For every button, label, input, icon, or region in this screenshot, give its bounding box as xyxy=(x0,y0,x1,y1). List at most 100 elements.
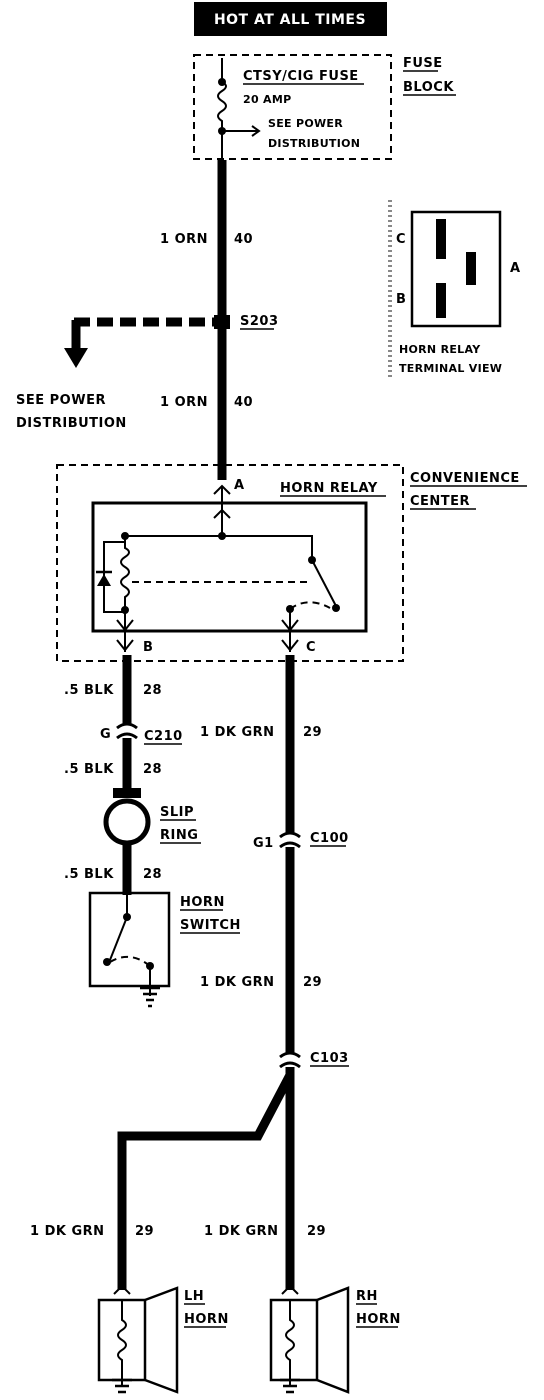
feed-upper-circuit: 40 xyxy=(234,232,253,247)
splice-node xyxy=(214,315,230,329)
horn-2-gauge: 1 DK GRN xyxy=(200,975,275,990)
feed-lower-gauge: 1 ORN xyxy=(160,395,208,410)
terminal-c-blade xyxy=(436,219,446,259)
feed-lower-circuit: 40 xyxy=(234,395,253,410)
splice-s203: S203 SEE POWER DISTRIBUTION xyxy=(16,314,279,431)
lh-horn-label-line1: LH xyxy=(184,1289,204,1304)
relay-contact-arm xyxy=(311,559,337,607)
relay-terminal-view: C A B HORN RELAY TERMINAL VIEW xyxy=(388,200,521,380)
convenience-center-outline xyxy=(56,464,404,662)
convenience-label-line2: CENTER xyxy=(410,494,470,509)
fuse-block-label-line1: FUSE xyxy=(403,56,443,71)
c103-name: C103 xyxy=(310,1051,349,1066)
horn-switch-label-line2: SWITCH xyxy=(180,918,241,933)
terminal-a-blade xyxy=(466,252,476,285)
terminal-view-housing xyxy=(410,210,502,328)
lh-horn-label-line2: HORN xyxy=(184,1312,229,1327)
relay-diode xyxy=(97,574,111,586)
splice-note-line2: DISTRIBUTION xyxy=(16,416,127,431)
c210-name: C210 xyxy=(144,729,183,744)
splice-name: S203 xyxy=(240,314,279,329)
switch-2-gauge: .5 BLK xyxy=(64,762,114,777)
terminal-view-caption-line2: TERMINAL VIEW xyxy=(399,362,502,375)
relay-contact-gap xyxy=(289,601,331,610)
lh-horn-bell xyxy=(144,1286,179,1394)
lh-horn-ground-icon xyxy=(112,1378,132,1394)
c210-pin: G xyxy=(100,727,111,742)
header-title: HOT AT ALL TIMES xyxy=(214,12,366,28)
switch-1-circuit: 28 xyxy=(143,683,162,698)
slip-ring-label-line1: SLIP xyxy=(160,805,194,820)
fuse-block-label-line2: BLOCK xyxy=(403,80,454,95)
relay-terminal-b: B xyxy=(143,640,153,655)
lh-horn-wire xyxy=(117,1067,295,1290)
horn-switch-gap xyxy=(109,955,151,967)
convenience-center: HORN RELAY CONVENIENCE CENTER A B C xyxy=(56,464,527,662)
rh-horn-coil xyxy=(285,1300,295,1386)
horn-1-gauge: 1 DK GRN xyxy=(200,725,275,740)
horn-switch-node-arm xyxy=(103,958,111,966)
terminal-view-b: B xyxy=(396,292,406,307)
relay-common-bus xyxy=(125,535,313,560)
c103-arc-bottom xyxy=(279,1061,301,1069)
c100-arc-bottom xyxy=(279,841,301,849)
header: HOT AT ALL TIMES xyxy=(194,2,387,36)
rh-horn-label-line2: HORN xyxy=(356,1312,401,1327)
horn-switch-circuit: .5 BLK 28 G C210 .5 BLK 28 SLIP RING .5 … xyxy=(64,655,241,1008)
relay-terminal-a: A xyxy=(234,478,245,493)
lh-feed-circuit: 29 xyxy=(135,1224,154,1239)
lh-feed-gauge: 1 DK GRN xyxy=(30,1224,105,1239)
relay-coil xyxy=(120,536,130,610)
rh-horn-label-line1: RH xyxy=(356,1289,378,1304)
lh-horn: LH HORN xyxy=(97,1284,229,1394)
convenience-label-line1: CONVENIENCE xyxy=(410,471,520,486)
fuse-rating: 20 AMP xyxy=(243,93,291,106)
fuse-note-line1: SEE POWER xyxy=(268,117,343,130)
fuse-note-line2: DISTRIBUTION xyxy=(268,137,360,150)
rh-horn: RH HORN xyxy=(269,1284,401,1394)
splice-note-line1: SEE POWER xyxy=(16,393,106,408)
terminal-b-blade xyxy=(436,283,446,318)
relay-node-arm xyxy=(332,604,340,612)
relay-diode-loop xyxy=(103,541,125,613)
rh-horn-connector xyxy=(281,1284,299,1295)
horn-1-circuit: 29 xyxy=(303,725,322,740)
c100-pin: G1 xyxy=(253,836,274,851)
lh-horn-connector xyxy=(113,1284,131,1295)
horn-2-circuit: 29 xyxy=(303,975,322,990)
horn-switch-arm xyxy=(109,916,128,961)
switch-1-gauge: .5 BLK xyxy=(64,683,114,698)
rh-horn-body xyxy=(269,1298,319,1382)
switch-3-circuit: 28 xyxy=(143,867,162,882)
feed-upper-gauge: 1 ORN xyxy=(160,232,208,247)
fuse-tap-arrow xyxy=(251,125,261,137)
rh-horn-bell xyxy=(316,1286,350,1394)
horn-relay-name: HORN RELAY xyxy=(280,481,378,496)
c103-arc-top xyxy=(279,1051,301,1059)
switch-2-circuit: 28 xyxy=(143,762,162,777)
slip-ring xyxy=(103,798,151,846)
slip-ring-label-line2: RING xyxy=(160,828,198,843)
terminal-b-connector xyxy=(116,619,134,652)
horn-switch-label-line1: HORN xyxy=(180,895,225,910)
rh-horn-ground-icon xyxy=(280,1378,300,1394)
c210-arc-bottom xyxy=(116,732,138,740)
slip-ring-mount xyxy=(113,788,141,798)
rh-feed-circuit: 29 xyxy=(307,1224,326,1239)
header-background xyxy=(194,2,387,36)
fuse-name: CTSY/CIG FUSE xyxy=(243,69,359,84)
terminal-view-c: C xyxy=(396,232,406,247)
terminal-view-caption-line1: HORN RELAY xyxy=(399,343,481,356)
terminal-view-a: A xyxy=(510,261,521,276)
fuse-node-top xyxy=(218,78,226,86)
rh-feed-gauge: 1 DK GRN xyxy=(204,1224,279,1239)
lh-horn-coil xyxy=(117,1300,127,1386)
horn-relay-body xyxy=(91,501,368,633)
horn-switch-body xyxy=(88,891,171,988)
fuse-element xyxy=(217,58,227,165)
switch-3-gauge: .5 BLK xyxy=(64,867,114,882)
fuse-block: CTSY/CIG FUSE 20 AMP SEE POWER DISTRIBUT… xyxy=(193,54,456,165)
c210-arc-top xyxy=(116,722,138,730)
fuse-block-outline xyxy=(193,54,392,160)
